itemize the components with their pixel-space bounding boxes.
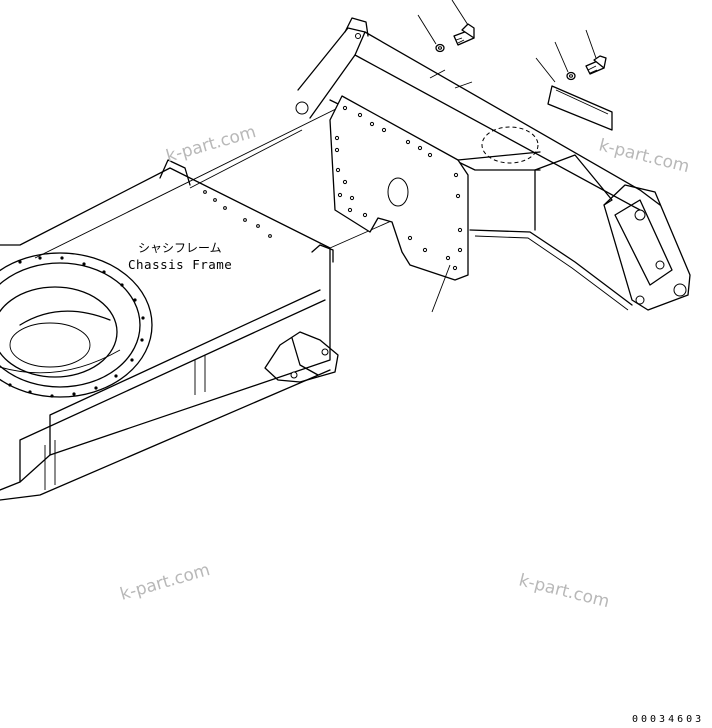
watermark: k-part.com bbox=[517, 570, 612, 612]
cover-plate bbox=[535, 57, 613, 131]
bolt-upper bbox=[451, 0, 475, 46]
ring-bolts bbox=[8, 256, 145, 398]
chassis-frame bbox=[0, 159, 339, 501]
washer-upper bbox=[417, 14, 445, 53]
washer-lower bbox=[554, 41, 576, 81]
chassis-frame-label-en: Chassis Frame bbox=[128, 257, 232, 272]
swing-circle-ring bbox=[0, 252, 153, 398]
watermark: k-part.com bbox=[118, 560, 212, 605]
alignment-lines bbox=[34, 101, 399, 259]
chassis-frame-label-jp: シャシフレーム bbox=[138, 241, 222, 255]
document-number: 00034603 bbox=[632, 714, 704, 725]
side-plate bbox=[329, 95, 541, 313]
frame-bolt-holes bbox=[203, 190, 272, 238]
plate-bolt-holes bbox=[334, 105, 463, 271]
bolt-lower bbox=[585, 29, 607, 75]
watermark: k-part.com bbox=[597, 135, 692, 177]
mounting-bracket bbox=[264, 331, 339, 383]
